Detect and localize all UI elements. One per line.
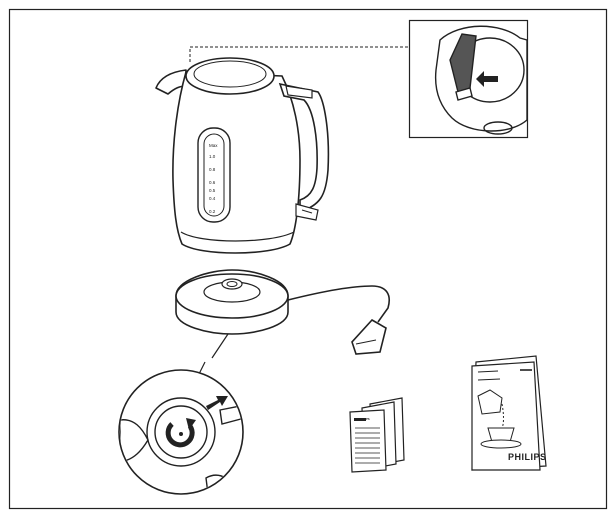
push-arrow-icon bbox=[206, 396, 228, 410]
water-level-scale: Max 1.0 0.8 0.6 0.5 0.4 0.2 bbox=[209, 143, 218, 214]
level-max: Max bbox=[209, 143, 218, 148]
level-0-2: 0.2 bbox=[209, 209, 216, 214]
level-0-8: 0.8 bbox=[209, 167, 216, 172]
manual-brand-text: PHILIPS bbox=[508, 452, 547, 462]
insert-arrow-icon bbox=[476, 71, 498, 87]
base-detail-circle bbox=[118, 369, 244, 495]
warranty-leaflet bbox=[349, 397, 405, 473]
detail-leader-line bbox=[189, 46, 410, 62]
rotate-arrow-icon bbox=[165, 418, 196, 448]
page-border bbox=[8, 8, 608, 510]
kettle bbox=[155, 57, 330, 254]
filter-detail-inset bbox=[408, 19, 529, 139]
leaflet-brand-text: PHILIPS bbox=[358, 417, 370, 421]
user-manual bbox=[471, 355, 547, 471]
base-leader-line bbox=[211, 333, 229, 359]
kettle-base bbox=[175, 269, 390, 355]
water-level-window bbox=[197, 127, 231, 223]
level-0-5: 0.5 bbox=[209, 188, 216, 193]
level-0-6: 0.6 bbox=[209, 180, 216, 185]
level-0-4: 0.4 bbox=[209, 196, 216, 201]
level-1-0: 1.0 bbox=[209, 154, 216, 159]
